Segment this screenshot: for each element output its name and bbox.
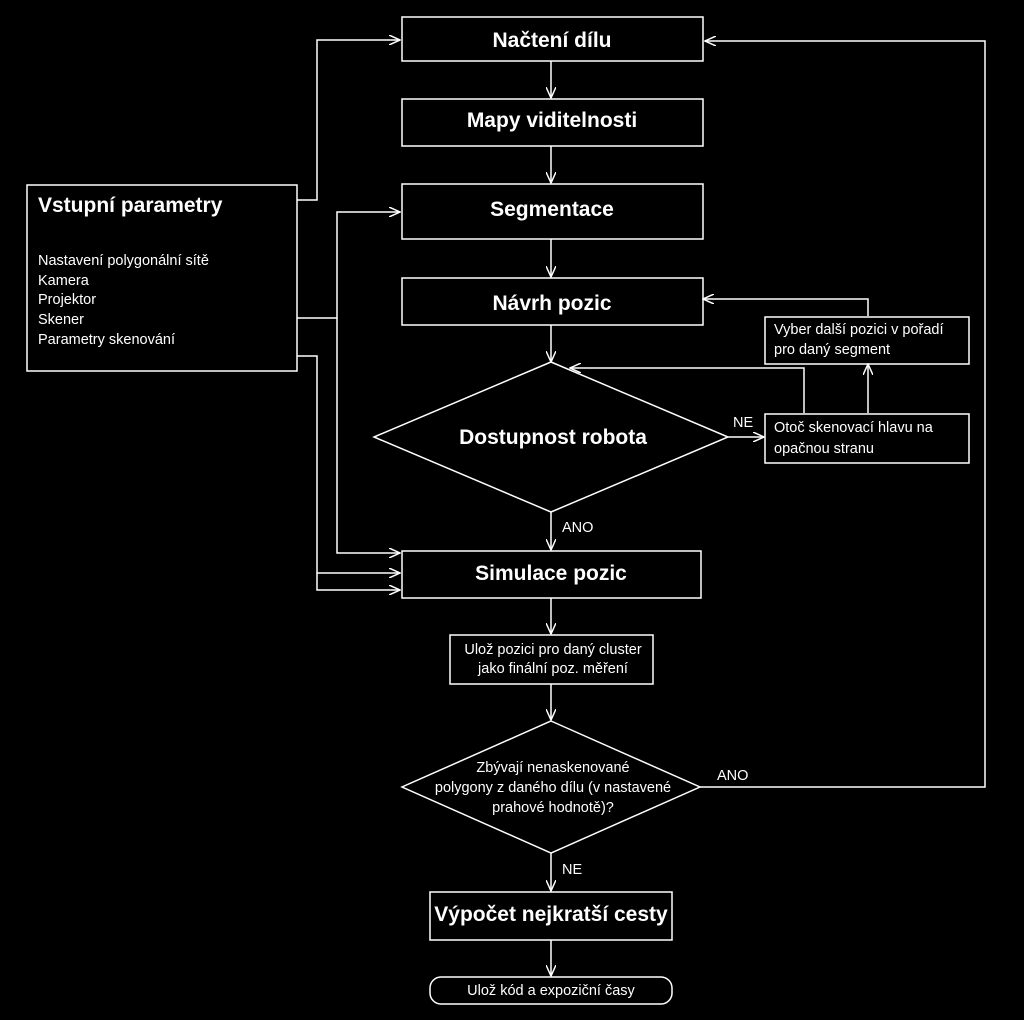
inputs-item: Nastavení polygonální sítě: [38, 253, 209, 269]
node-uloz-kod: Ulož kód a expoziční časy: [467, 983, 635, 999]
inputs-item: Projektor: [38, 292, 96, 308]
node-otoc-line-2: opačnou stranu: [774, 441, 874, 457]
node-navrh-box: [401, 277, 704, 326]
node-vyber-line-2: pro daný segment: [774, 342, 890, 358]
edge-inputs-segmentace: [297, 212, 400, 319]
node-segmentace: Segmentace: [490, 198, 614, 221]
node-navrh: Návrh pozic: [492, 292, 611, 315]
label-ne-zbyvaji: NE: [562, 862, 582, 878]
edge-vyber-navrh: [703, 299, 869, 316]
node-mapy: Mapy viditelnosti: [467, 109, 637, 132]
node-mapy-box: [401, 98, 704, 147]
node-nacteni-box: [401, 16, 704, 62]
node-simulace-box: [401, 550, 702, 599]
edge-inputs-nacteni: [297, 40, 400, 201]
node-otoc-line-1: Otoč skenovací hlavu na: [774, 420, 934, 436]
node-uloz-pozici-line-1: Ulož pozici pro daný cluster: [464, 642, 641, 658]
node-simulace: Simulace pozic: [475, 562, 627, 585]
node-uloz-pozici-box: [449, 634, 654, 685]
inputs-title: Vstupní parametry: [38, 194, 223, 217]
edge-inputs-simulace-c: [316, 573, 400, 590]
node-vypocet: Výpočet nejkratší cesty: [434, 903, 668, 926]
node-zbyvaji-line-2: polygony z daného dílu (v nastavené: [435, 780, 671, 796]
node-vyber-box: [764, 316, 970, 365]
edge-inputs-simulace-b: [297, 355, 400, 573]
node-uloz-pozici-line-2: jako finální poz. měření: [477, 661, 628, 677]
node-dostupnost-diamond: [372, 361, 730, 513]
edge-inputs-simulace-a: [336, 318, 400, 553]
edge-zbyvaji-nacteni: [700, 41, 986, 788]
edge-otoc-dostupnost: [570, 368, 805, 413]
inputs-item: Parametry skenování: [38, 332, 175, 348]
node-zbyvaji-line-3: prahové hodnotě)?: [492, 800, 614, 816]
node-zbyvaji-line-1: Zbývají nenaskenované: [476, 760, 629, 776]
inputs-item: Skener: [38, 312, 84, 328]
node-zbyvaji-diamond: [400, 720, 702, 854]
node-vypocet-box: [429, 891, 673, 941]
node-vyber-line-1: Vyber další pozici v pořadí: [774, 322, 944, 338]
node-nacteni: Načtení dílu: [492, 29, 611, 52]
inputs-item: Kamera: [38, 273, 90, 289]
node-dostupnost: Dostupnost robota: [459, 426, 647, 449]
label-ano-dostupnost: ANO: [562, 520, 593, 536]
label-ne-dostupnost: NE: [733, 415, 753, 431]
node-uloz-kod-box: [429, 976, 673, 1005]
inputs-box: [26, 184, 298, 372]
node-segmentace-box: [401, 183, 704, 240]
label-ano-zbyvaji: ANO: [717, 768, 748, 784]
node-otoc-box: [764, 413, 970, 464]
